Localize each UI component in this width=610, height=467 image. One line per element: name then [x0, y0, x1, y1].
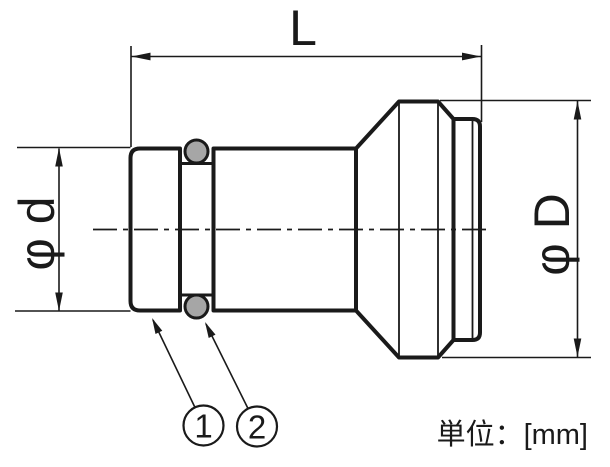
part-view: [93, 99, 487, 360]
dim-D-label: φ D: [524, 193, 580, 275]
dimension-large-diameter: φ D: [440, 99, 591, 359]
dim-L-arrow-left: [131, 52, 151, 61]
dim-d-label: φ d: [9, 196, 65, 270]
oring-top: [183, 138, 210, 165]
unit-note: 単位：[mm]: [437, 418, 588, 451]
callout-2-leader: [205, 323, 249, 409]
dim-L-arrow-right: [462, 52, 481, 61]
callout-2: 2: [205, 322, 279, 448]
dimension-length: L: [130, 0, 483, 147]
dim-D-arrow-bottom: [573, 338, 582, 357]
callout-1-label: 1: [194, 408, 212, 445]
callout-1-circle: [182, 404, 225, 447]
callout-2-arrowhead: [205, 322, 216, 338]
oring-bottom: [183, 293, 210, 320]
callout-2-label: 2: [248, 409, 266, 446]
dim-D-arrow-top: [573, 101, 582, 120]
callout-1: 1: [152, 318, 225, 447]
dim-d-arrow-bottom: [55, 292, 63, 311]
callout-2-circle: [235, 405, 279, 448]
dim-L-label: L: [289, 0, 317, 56]
callout-1-arrowhead: [152, 318, 163, 334]
dim-d-arrow-top: [55, 148, 63, 167]
dimension-small-diameter: φ d: [9, 146, 131, 312]
callout-1-leader: [152, 319, 196, 408]
